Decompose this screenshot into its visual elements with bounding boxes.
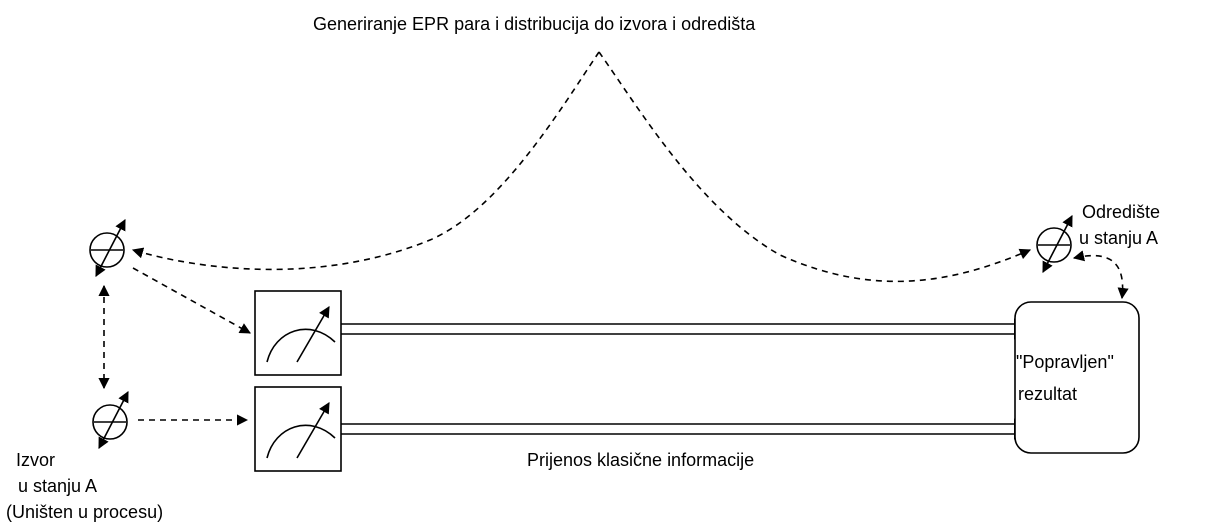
destination-label-line1: Odredište — [1082, 202, 1160, 222]
classical-channel-upper — [341, 318, 1026, 340]
source-label-line1: Izvor — [16, 450, 55, 470]
epr-left-branch — [131, 51, 600, 271]
result-box — [1014, 301, 1140, 454]
result-label-line1: "Popravljen" — [1016, 352, 1114, 372]
meter-box-upper — [254, 290, 342, 376]
epr-right-branch — [598, 51, 1032, 283]
classical-channel-lower — [341, 418, 1026, 440]
result-label-line2: rezultat — [1018, 384, 1077, 404]
epr-generation-label: Generiranje EPR para i distribucija do i… — [313, 14, 756, 34]
source-label-line3: (Uništen u procesu) — [6, 502, 163, 522]
destination-to-result-arrow — [1072, 250, 1129, 300]
meter-box-lower — [254, 386, 342, 472]
source-label-line2: u stanju A — [18, 476, 97, 496]
epr-to-meter-arrow — [132, 267, 251, 334]
destination-label-line2: u stanju A — [1079, 228, 1158, 248]
source-epr-qubit-icon — [89, 219, 126, 277]
source-state-qubit-icon — [92, 391, 129, 449]
destination-qubit-icon — [1036, 215, 1073, 273]
classical-transfer-label: Prijenos klasične informacije — [527, 450, 754, 470]
